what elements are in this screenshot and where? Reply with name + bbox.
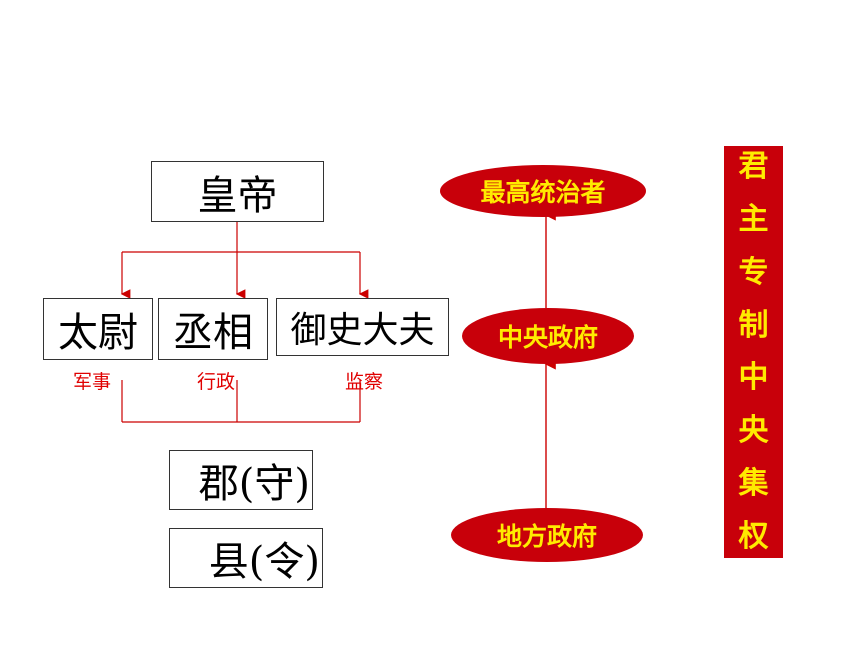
banner-char: 专 xyxy=(738,254,769,290)
banner-char: 制 xyxy=(738,307,769,343)
banner-char: 君 xyxy=(738,149,769,184)
county-box: 县(令) xyxy=(169,528,323,588)
banner-char: 主 xyxy=(738,201,769,237)
autocracy-banner: 君 主 专 制 中 央 集 权 xyxy=(724,146,783,558)
banner-char: 中 xyxy=(738,360,769,396)
duty-military: 军事 xyxy=(73,371,112,393)
emperor-box: 皇帝 xyxy=(151,161,324,222)
county-label: 县(令) xyxy=(208,539,320,585)
yushidafu-box: 御史大夫 xyxy=(276,298,449,356)
central-government-label: 中央政府 xyxy=(497,323,598,352)
commandery-box: 郡(守) xyxy=(169,450,313,510)
yushidafu-label: 御史大夫 xyxy=(290,310,435,351)
banner-char: 央 xyxy=(738,413,769,449)
chengxiang-label: 丞相 xyxy=(173,310,253,356)
oval-local-government: 地方政府 xyxy=(451,508,643,562)
taiwei-box: 太尉 xyxy=(43,298,153,360)
taiwei-label: 太尉 xyxy=(58,310,138,356)
duty-supervision: 监察 xyxy=(345,371,384,393)
banner-char: 集 xyxy=(738,466,769,502)
chengxiang-box: 丞相 xyxy=(158,298,268,360)
emperor-label: 皇帝 xyxy=(197,172,278,219)
duty-administration: 行政 xyxy=(197,371,236,393)
local-government-label: 地方政府 xyxy=(496,522,597,551)
supreme-ruler-label: 最高统治者 xyxy=(480,178,606,207)
oval-supreme-ruler: 最高统治者 xyxy=(440,165,646,217)
commandery-label: 郡(守) xyxy=(198,461,310,507)
oval-central-government: 中央政府 xyxy=(462,308,634,364)
banner-char: 权 xyxy=(738,518,769,554)
